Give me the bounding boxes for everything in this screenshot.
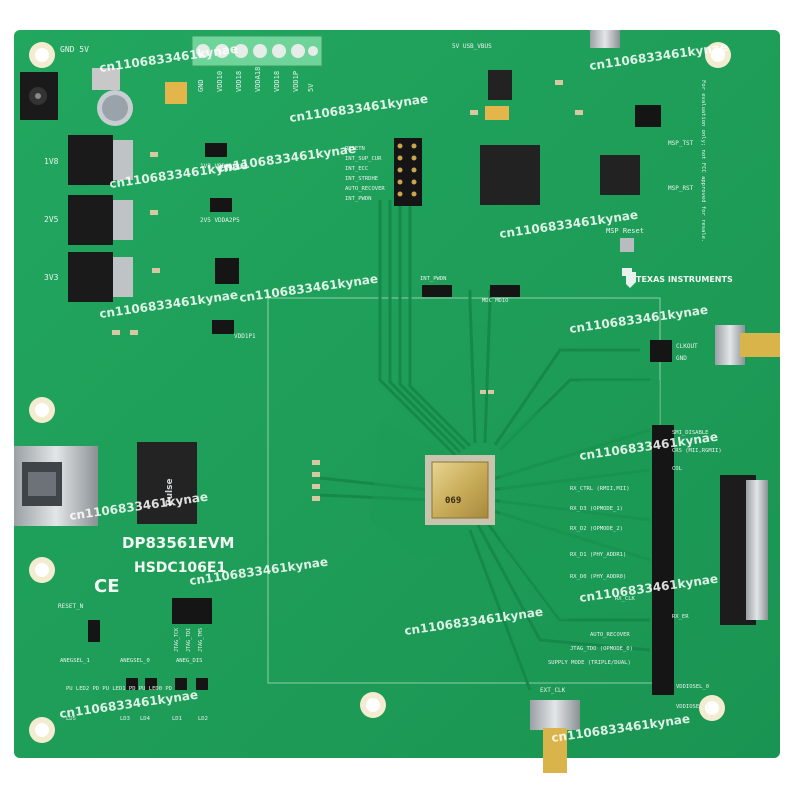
label-3v3: 3V3 — [44, 273, 59, 282]
terminal-label: VDD1P — [292, 71, 300, 92]
sma-connector-top — [715, 325, 780, 365]
terminal-label: VDD10 — [216, 71, 224, 92]
mounting-holes — [29, 42, 731, 743]
ti-logo — [622, 268, 636, 288]
terminal-label: VDD18 — [235, 71, 243, 92]
right-signal: SMI_DISABLE — [672, 430, 708, 436]
voltage-regulators — [68, 135, 133, 302]
label-j-vdd: VDD1P1 — [234, 333, 256, 340]
right-signal: RX_ER — [672, 614, 689, 620]
edge-connector — [720, 475, 768, 625]
header-pins — [397, 143, 417, 197]
chip-marking: 069 — [445, 496, 461, 506]
right-signal: RX_D2 (OPMODE_2) — [570, 526, 623, 532]
right-signal: AUTO_RECOVER — [590, 632, 630, 638]
label-j-1v8: 1V8 VDDA1P8 — [200, 163, 240, 170]
jtag-label: JTAG_TMS — [198, 628, 204, 652]
led-labels: LD5 LD3 LD4 LD1 LD2 — [66, 716, 208, 722]
terminal-label: GND — [197, 79, 205, 92]
label-j-2v5: 2V5 VDDA2P5 — [200, 217, 240, 224]
label-gnd: GND — [676, 355, 687, 362]
crystal — [485, 106, 509, 120]
jtag-label: JTAG_TCK — [174, 628, 180, 652]
smd-parts — [112, 80, 583, 501]
right-signal: JTAG_TDO (OPMODE_0) — [570, 646, 633, 652]
right-signal: SUPPLY MODE (TRIPLE/DUAL) — [548, 660, 631, 666]
right-signal: CRS (MII,RGMII) — [672, 448, 722, 454]
phy-chip — [425, 455, 495, 525]
label-msp-rst: MSP_RST — [668, 185, 694, 192]
pulse-transformer — [137, 442, 197, 524]
board-model: DP83561EVM — [122, 534, 234, 552]
led-label: LD3 — [120, 716, 130, 722]
led-label: LD4 — [140, 716, 151, 722]
jtag-labels: JTAG_TCK JTAG_TDI JTAG_TMS — [174, 628, 204, 652]
usb-ic — [488, 70, 512, 100]
label-msp-tst: MSP_TST — [668, 140, 694, 147]
label-clkout: CLKOUT — [676, 343, 698, 350]
label-ext-clk: EXT_CLK — [540, 687, 566, 694]
ti-brand: TEXAS INSTRUMENTS — [636, 275, 733, 284]
inductor — [92, 68, 120, 90]
ce-mark: CE — [94, 576, 120, 597]
led-label: LD1 — [172, 716, 182, 722]
label-2v5: 2V5 — [44, 215, 59, 224]
right-signal: RX_D3 (OPMODE_1) — [570, 506, 623, 512]
transformer-brand: Pulse — [165, 478, 175, 506]
label-aneg-dis: ANEG_DIS — [176, 658, 203, 664]
terminal-block — [191, 35, 323, 67]
right-signal: RX_D0 (PHY_ADDR0) — [570, 574, 626, 580]
int-signal: INT_SUP_CUR — [345, 156, 382, 162]
jumper-headers — [88, 105, 674, 695]
int-signal: INT_PWDN — [345, 196, 372, 202]
label-aneg1: ANEGSEL_0 — [120, 658, 150, 664]
int-signal: INT_ECC — [345, 166, 368, 172]
label-vddiosel0: VDDIOSEL_0 — [676, 684, 709, 690]
label-gnd5v: GND 5V — [60, 45, 89, 54]
fcc-note: For evaluation only; not FCC approved fo… — [700, 80, 706, 242]
right-signal: RX_CLK — [615, 596, 636, 602]
reset-button — [620, 238, 634, 252]
int-signal: AUTO_RECOVER — [345, 186, 385, 192]
tantalum-capacitor — [165, 82, 187, 104]
led-label: LD5 — [66, 716, 76, 722]
label-mdc-mdio: MDC MDIO — [482, 298, 509, 304]
right-signal: COL — [672, 466, 683, 472]
label-usb: 5V USB_VBUS — [452, 43, 492, 50]
mcu-chip — [480, 145, 540, 205]
copper-pour — [500, 380, 660, 620]
board-code: HSDC106E1 — [134, 560, 226, 576]
int-signal-labels: RESETN INT_SUP_CUR INT_ECC INT_STRDHE AU… — [345, 146, 385, 202]
led-label: LD2 — [198, 716, 208, 722]
label-msp-reset: MSP Reset — [606, 227, 644, 235]
terminal-label: VDD18 — [273, 71, 281, 92]
int-signal: INT_STRDHE — [345, 176, 378, 182]
rj45-jack — [14, 446, 98, 526]
msp-chip — [600, 155, 640, 195]
terminal-labels: GND VDD10 VDD18 VDDA18 VDD18 VDD1P 5V — [197, 67, 315, 92]
jtag-label: JTAG_TDI — [186, 628, 192, 652]
right-signal-labels: SMI_DISABLE CRS (MII,RGMII) COL RX_CTRL … — [548, 430, 722, 666]
usb-connector — [590, 30, 620, 48]
label-1v8: 1V8 — [44, 157, 59, 166]
sma-connector-bottom — [530, 700, 580, 773]
right-signal: RX_D1 (PHY_ADDR1) — [570, 552, 626, 558]
int-signal: RESETN — [345, 146, 365, 152]
label-led-row: PU LED2 PD PU LED1 PD PU LED0 PD — [66, 686, 172, 692]
terminal-label: VDDA18 — [254, 67, 262, 92]
label-vddiosel1: VDDIOSEL_1 — [676, 704, 709, 710]
label-int-pwdn: INT_PWDN — [420, 276, 447, 282]
label-reset-n: RESET_N — [58, 603, 84, 610]
right-signal: RX_CTRL (RMII,MII) — [570, 486, 630, 492]
label-aneg0: ANEGSEL_1 — [60, 658, 90, 664]
terminal-label: 5V — [307, 83, 315, 92]
